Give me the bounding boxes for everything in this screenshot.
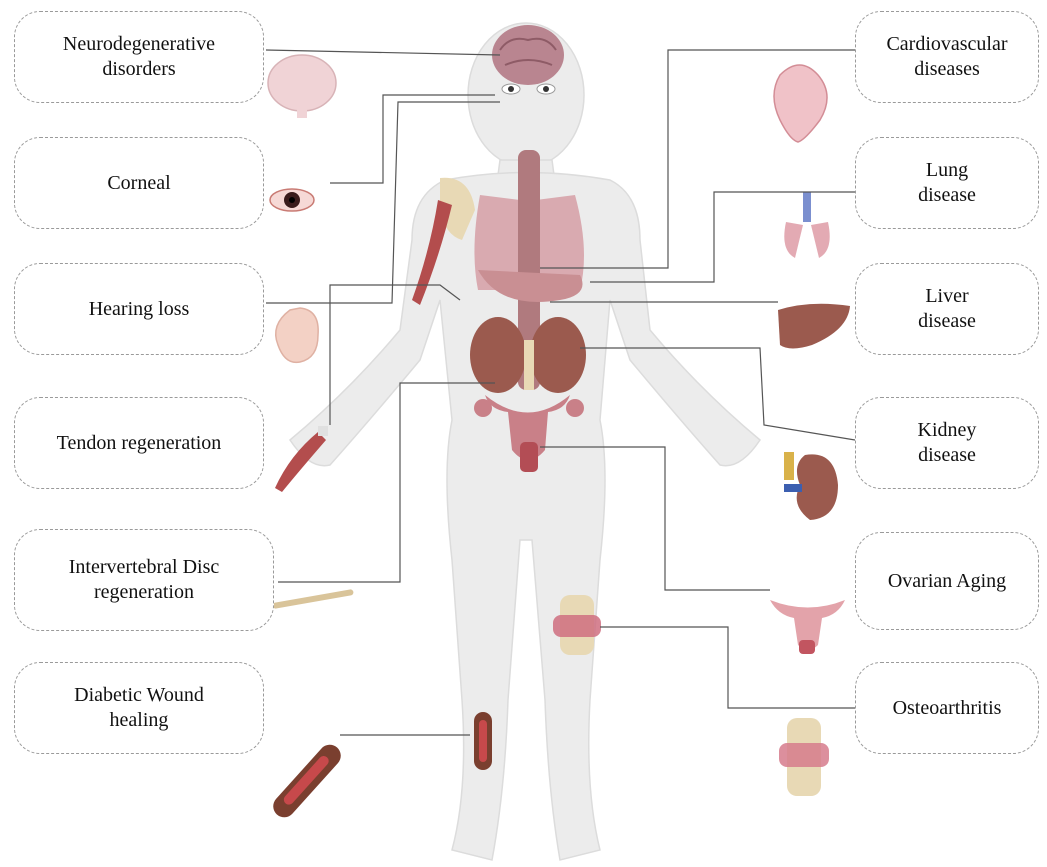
label-liver-line2: disease	[918, 309, 976, 334]
label-osteoarthritis: Osteoarthritis	[893, 696, 1002, 721]
label-cardio-line2: diseases	[886, 57, 1007, 82]
brain-icon	[492, 25, 564, 85]
label-hearing-loss: Hearing loss	[89, 297, 190, 322]
label-box-tendon: Tendon regeneration	[14, 397, 264, 489]
label-box-osteoarthritis: Osteoarthritis	[855, 662, 1039, 754]
wound-side-icon	[269, 740, 346, 822]
label-disc-line2: regeneration	[69, 580, 219, 605]
label-neurodegenerative-line1: Neurodegenerative	[63, 32, 215, 57]
leg-wound-icon	[474, 712, 492, 770]
label-box-cardiovascular: Cardiovascular diseases	[855, 11, 1039, 103]
knee-joint-icon	[553, 595, 601, 655]
label-box-intervertebral-disc: Intervertebral Disc regeneration	[14, 529, 274, 631]
brain-side-icon	[268, 55, 336, 118]
label-box-hearing-loss: Hearing loss	[14, 263, 264, 355]
eye-side-icon	[270, 189, 314, 211]
label-corneal: Corneal	[107, 171, 170, 196]
lungs-icon	[784, 192, 829, 258]
label-wound-line1: Diabetic Wound	[74, 683, 204, 708]
label-box-kidney: Kidney disease	[855, 397, 1039, 489]
label-lung-line2: disease	[918, 183, 976, 208]
label-neurodegenerative-line2: disorders	[63, 57, 215, 82]
ear-side-icon	[276, 308, 318, 362]
heart-icon	[774, 65, 827, 142]
label-wound-line2: healing	[74, 708, 204, 733]
liver-icon	[778, 304, 850, 349]
label-ovarian-aging: Ovarian Aging	[888, 569, 1006, 594]
kidney-icon	[784, 452, 838, 520]
label-box-liver: Liver disease	[855, 263, 1039, 355]
label-kidney-line1: Kidney	[918, 418, 977, 443]
knee-side-icon	[779, 718, 829, 796]
label-box-neurodegenerative: Neurodegenerative disorders	[14, 11, 264, 103]
uterus-icon	[770, 600, 845, 654]
label-box-diabetic-wound: Diabetic Wound healing	[14, 662, 264, 754]
label-lung-line1: Lung	[918, 158, 976, 183]
label-cardio-line1: Cardiovascular	[886, 32, 1007, 57]
label-tendon: Tendon regeneration	[57, 431, 222, 456]
label-kidney-line2: disease	[918, 443, 977, 468]
label-box-corneal: Corneal	[14, 137, 264, 229]
label-liver-line1: Liver	[918, 284, 976, 309]
label-disc-line1: Intervertebral Disc	[69, 555, 219, 580]
label-box-lung: Lung disease	[855, 137, 1039, 229]
label-box-ovarian-aging: Ovarian Aging	[855, 532, 1039, 630]
disc-side-icon	[272, 589, 354, 609]
